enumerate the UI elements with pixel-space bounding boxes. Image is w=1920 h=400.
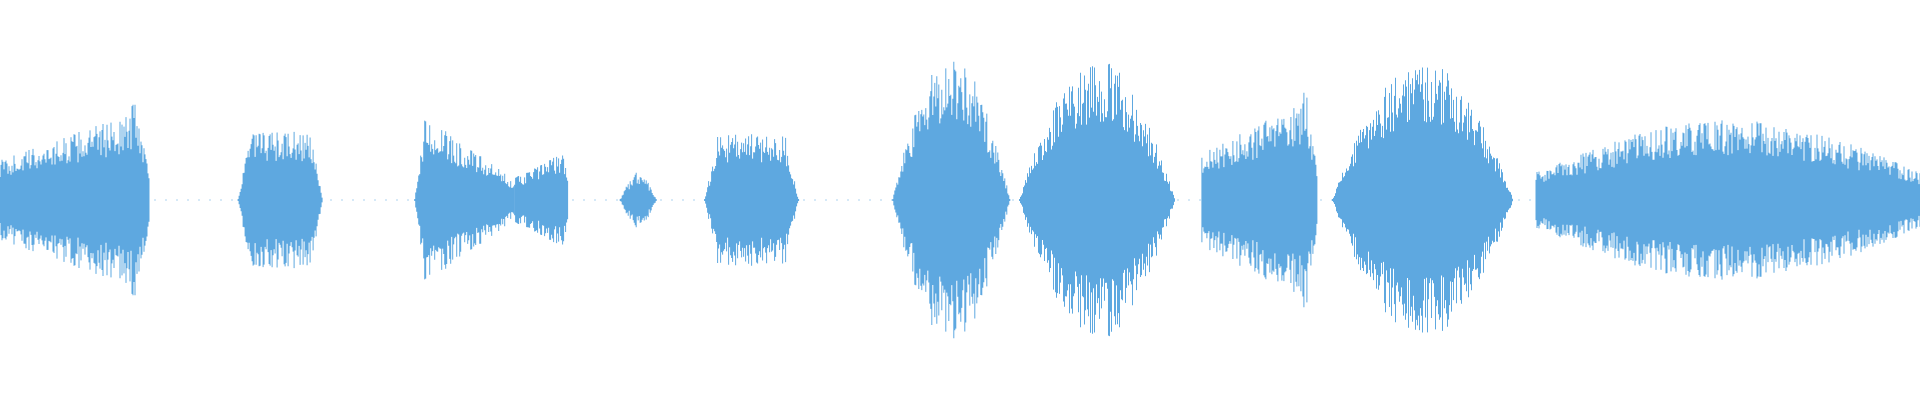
- segment-7: [892, 61, 1011, 339]
- segment-9-trace: [1201, 92, 1318, 308]
- segment-6-trace: [704, 134, 800, 266]
- segment-8: [1019, 63, 1175, 337]
- segment-1-trace: [0, 104, 150, 296]
- segment-9: [1201, 92, 1318, 308]
- segment-7-trace: [892, 61, 1011, 339]
- segment-10: [1332, 67, 1513, 333]
- segment-8-trace: [1019, 63, 1175, 337]
- segment-4: [514, 155, 569, 245]
- segment-10-trace: [1332, 67, 1513, 333]
- segment-6: [704, 134, 800, 266]
- segment-3-trace: [414, 120, 515, 280]
- segment-1: [0, 104, 150, 296]
- segment-3: [414, 120, 515, 280]
- segment-2-trace: [237, 131, 323, 269]
- segment-4-trace: [514, 155, 569, 245]
- waveform-bars: [0, 61, 1920, 339]
- segment-5: [619, 172, 657, 228]
- segment-11: [1535, 120, 1920, 280]
- segment-11-trace: [1535, 120, 1920, 280]
- segment-2: [237, 131, 323, 269]
- segment-5-trace: [619, 172, 657, 228]
